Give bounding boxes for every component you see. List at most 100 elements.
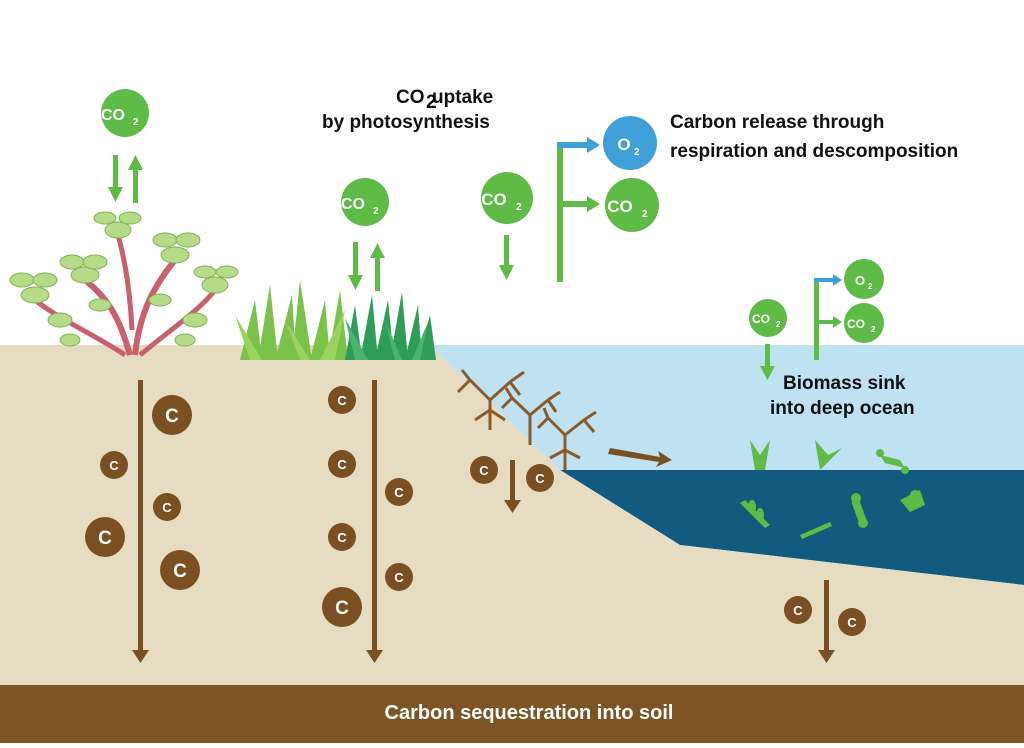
release-branch-ocean <box>814 274 842 360</box>
soil <box>0 345 1024 690</box>
succulent-plant-icon <box>9 211 239 358</box>
svg-text:C: C <box>337 393 347 408</box>
svg-text:O: O <box>617 135 630 154</box>
grass-icon <box>235 280 436 360</box>
uptake-label-line2: by photosynthesis <box>322 112 490 133</box>
svg-text:CO: CO <box>481 190 507 209</box>
co2-bubble-plant1: CO 2 <box>101 89 149 137</box>
co2-bubble-release: CO 2 <box>605 178 659 232</box>
svg-text:C: C <box>173 561 187 582</box>
uptake-label-sub: 2 <box>426 92 437 113</box>
svg-text:O: O <box>855 273 865 288</box>
biomass-leaf-icon <box>815 440 842 470</box>
carbon-particle: C <box>160 550 200 590</box>
uptake-arrow-ocean <box>760 344 775 380</box>
svg-text:C: C <box>165 406 179 427</box>
exchange-arrows-plant1 <box>108 155 143 203</box>
svg-text:2: 2 <box>871 325 876 334</box>
svg-text:CO: CO <box>607 197 633 216</box>
carbon-particle: C <box>328 523 356 551</box>
carbon-particle: C <box>322 587 362 627</box>
svg-text:C: C <box>793 603 803 618</box>
biomass-coral-icon <box>900 490 925 512</box>
deep-soil-band <box>0 685 1024 743</box>
gas-subscript: 2 <box>373 206 379 217</box>
carbon-particle: C <box>328 386 356 414</box>
carbon-particle: C <box>526 464 554 492</box>
svg-text:C: C <box>337 530 347 545</box>
svg-text:2: 2 <box>426 92 437 113</box>
svg-text:C: C <box>335 598 349 619</box>
o2-bubble-ocean: O 2 <box>844 259 884 299</box>
gas-label: CO <box>101 107 125 124</box>
carbon-particle: C <box>838 608 866 636</box>
svg-text:CO: CO <box>396 87 425 108</box>
o2-bubble-release: O 2 <box>603 116 657 170</box>
carbon-particle: C <box>328 450 356 478</box>
carbon-particles: C C C C C C C C C C C C C C C <box>85 386 866 636</box>
gas-label: CO <box>752 312 770 326</box>
biomass-fishbone-icon <box>800 521 832 539</box>
uptake-label-rest: uptake <box>432 87 493 108</box>
gas-subscript: 2 <box>634 147 640 158</box>
carbon-particle: C <box>153 493 181 521</box>
svg-text:uptake: uptake <box>432 87 493 108</box>
biomass-fish-icon <box>750 440 770 470</box>
svg-text:C: C <box>847 615 857 630</box>
svg-text:C: C <box>394 485 404 500</box>
co2-bubble-ocean: CO 2 <box>749 299 787 337</box>
carbon-particle: C <box>385 563 413 591</box>
carbon-particle: C <box>470 456 498 484</box>
svg-text:C: C <box>98 528 112 549</box>
co2-bubble-grass: CO 2 <box>341 178 389 226</box>
carbon-particle: C <box>100 451 128 479</box>
release-branch <box>557 137 600 282</box>
biomass-label-line1: Biomass sink <box>783 373 906 394</box>
gas-label: CO <box>847 317 865 331</box>
gas-label: O <box>617 135 630 154</box>
svg-text:CO: CO <box>847 317 865 331</box>
svg-text:2: 2 <box>373 206 379 217</box>
biomass-wheat-icon <box>740 500 770 528</box>
uptake-label: CO 2 uptake by photosynthesis <box>322 87 493 133</box>
gas-subscript: 2 <box>868 282 873 291</box>
svg-text:C: C <box>479 463 489 478</box>
gas-subscript: 2 <box>516 202 522 213</box>
biomass-bone2-icon <box>851 493 868 528</box>
co2-bubble-center: CO 2 <box>481 172 533 224</box>
biomass-particles <box>740 440 925 539</box>
release-label-line1: Carbon release through <box>670 112 884 133</box>
svg-text:2: 2 <box>133 117 139 128</box>
carbon-particle: C <box>385 478 413 506</box>
svg-text:2: 2 <box>776 320 781 329</box>
svg-text:CO: CO <box>341 196 365 213</box>
svg-text:C: C <box>337 457 347 472</box>
svg-text:2: 2 <box>642 209 648 220</box>
release-label: Carbon release through respiration and d… <box>670 112 958 162</box>
gas-subscript: 2 <box>133 117 139 128</box>
svg-text:CO: CO <box>101 107 125 124</box>
carbon-particle: C <box>784 596 812 624</box>
soil-sequestration-label: Carbon sequestration into soil <box>385 702 674 724</box>
gas-label: CO <box>607 197 633 216</box>
svg-text:2: 2 <box>516 202 522 213</box>
gas-label: O <box>855 273 865 288</box>
svg-text:2: 2 <box>634 147 640 158</box>
svg-text:C: C <box>535 471 545 486</box>
svg-text:C: C <box>109 458 119 473</box>
uptake-label-co: CO <box>396 87 425 108</box>
shallow-water <box>430 345 1024 470</box>
svg-text:C: C <box>162 500 172 515</box>
biomass-bone-icon <box>876 449 909 474</box>
gas-label: CO <box>341 196 365 213</box>
release-label-line2: respiration and descomposition <box>670 141 958 162</box>
carbon-particle: C <box>85 517 125 557</box>
svg-text:2: 2 <box>868 282 873 291</box>
gas-subscript: 2 <box>871 325 876 334</box>
biomass-label: Biomass sink into deep ocean <box>770 373 915 419</box>
biomass-label-line2: into deep ocean <box>770 398 915 419</box>
gas-subscript: 2 <box>642 209 648 220</box>
co2-bubble-ocean-release: CO 2 <box>844 303 884 343</box>
